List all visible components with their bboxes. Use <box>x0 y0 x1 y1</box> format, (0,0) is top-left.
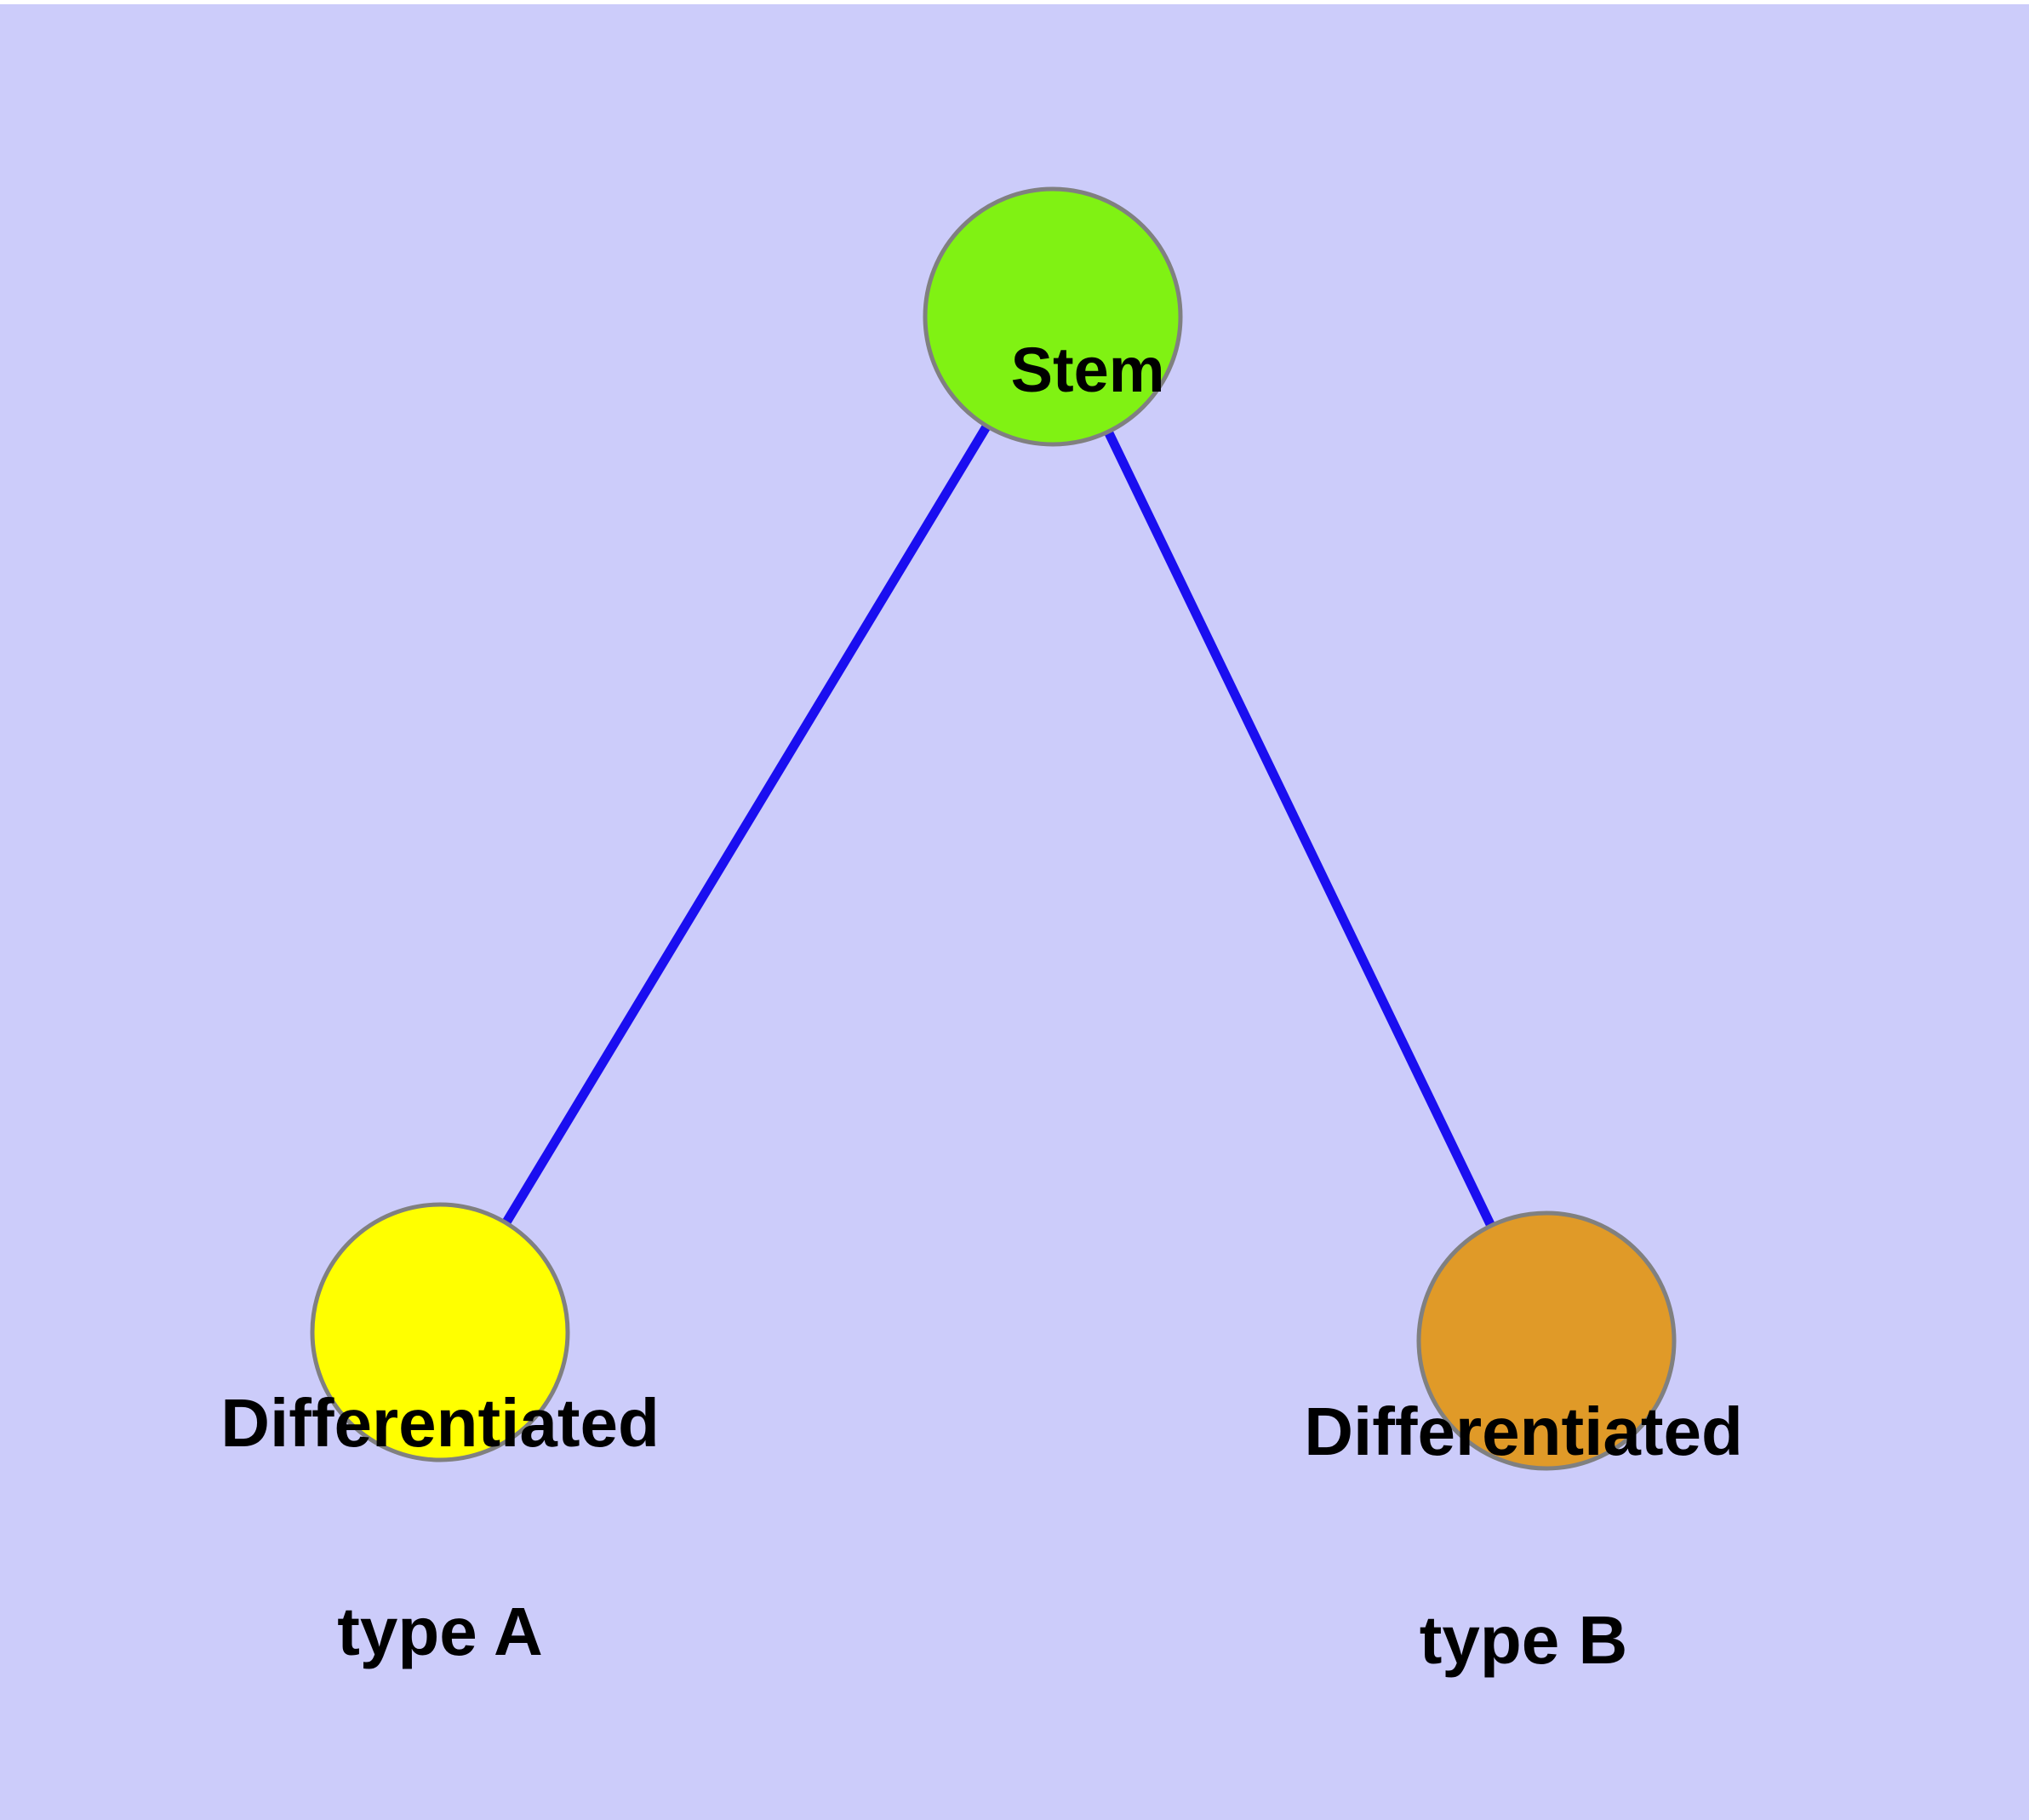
node-layer <box>310 186 1677 1471</box>
node-differentiated-type-b[interactable] <box>1416 1210 1677 1471</box>
edge-stem-to-differentiated-b <box>1049 314 1551 1343</box>
edge-layer <box>436 314 1551 1343</box>
node-stem[interactable] <box>923 186 1183 447</box>
edge-stem-to-differentiated-a <box>436 314 1057 1335</box>
node-differentiated-type-a[interactable] <box>310 1202 570 1462</box>
